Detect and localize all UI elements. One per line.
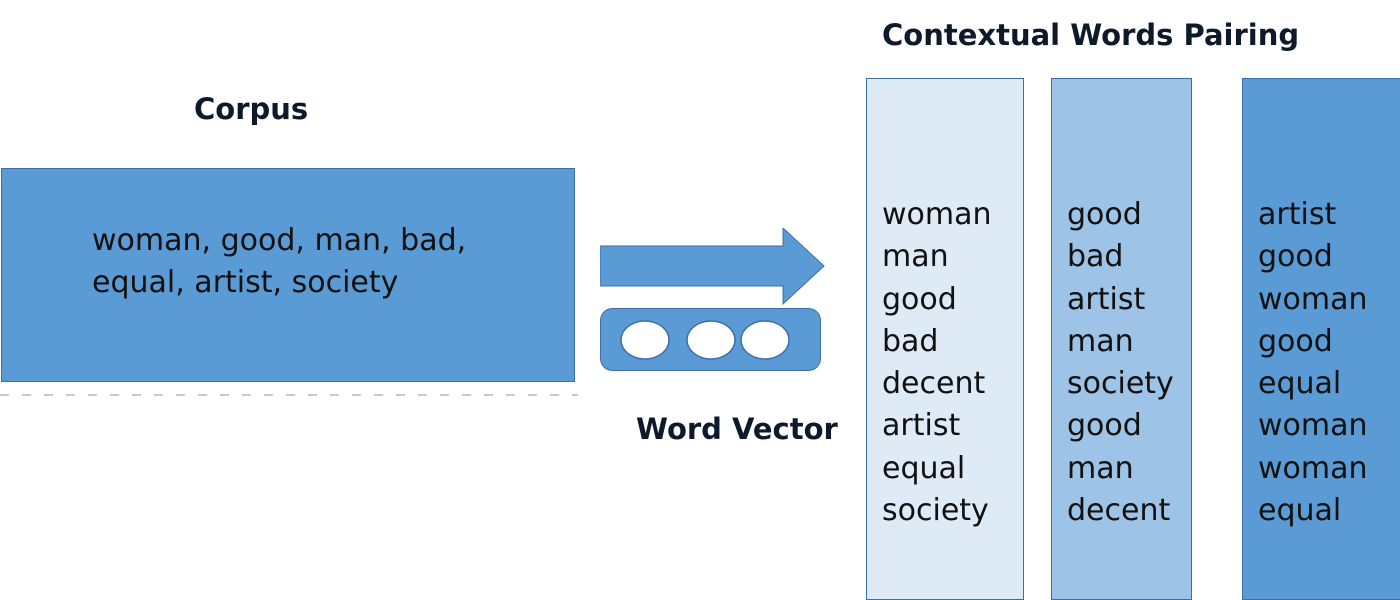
list-item: man — [1067, 450, 1134, 486]
corpus-text: woman, good, man, bad, equal, artist, so… — [92, 220, 466, 304]
list-item: society — [882, 493, 989, 529]
list-item: woman — [882, 197, 992, 232]
corpus-line-2: equal, artist, society — [92, 265, 399, 300]
list-item: artist — [1258, 197, 1337, 232]
list-item: equal — [1258, 366, 1342, 402]
vector-cell-2 — [686, 320, 736, 360]
context-column-2-list: good bad artist man society good man dec… — [1067, 194, 1174, 532]
list-item: artist — [882, 408, 961, 444]
list-item: artist — [1067, 281, 1146, 317]
list-item: decent — [882, 366, 986, 402]
context-column-3-list: artist good woman good equal woman woman… — [1258, 194, 1368, 532]
list-item: bad — [1067, 239, 1124, 275]
list-item: good — [1258, 323, 1333, 359]
list-item: man — [882, 239, 949, 275]
word-vector-label: Word Vector — [636, 412, 838, 446]
corpus-box — [1, 168, 575, 382]
contextual-words-pairing-title: Contextual Words Pairing — [882, 18, 1300, 52]
right-arrow-icon — [600, 228, 825, 306]
corpus-line-1: woman, good, man, bad, — [92, 223, 467, 258]
context-column-1: woman man good bad decent artist equal s… — [866, 78, 1024, 600]
list-item: woman — [1258, 408, 1368, 444]
list-item: woman — [1258, 450, 1368, 486]
list-item: good — [882, 281, 957, 317]
arrow-shape — [600, 228, 825, 306]
list-item: good — [1067, 408, 1142, 444]
word-vector-icon — [600, 308, 821, 371]
list-item: good — [1067, 197, 1142, 232]
list-item: society — [1067, 366, 1174, 402]
list-item: woman — [1258, 281, 1368, 317]
corpus-shadow-dots — [0, 394, 578, 396]
vector-cell-1 — [620, 320, 670, 360]
corpus-title: Corpus — [194, 92, 309, 126]
context-column-2: good bad artist man society good man dec… — [1051, 78, 1192, 600]
list-item: good — [1258, 239, 1333, 275]
vector-cell-3 — [740, 320, 790, 360]
list-item: equal — [1258, 493, 1342, 529]
context-column-3: artist good woman good equal woman woman… — [1242, 78, 1400, 600]
context-column-1-list: woman man good bad decent artist equal s… — [882, 194, 992, 532]
list-item: man — [1067, 323, 1134, 359]
list-item: decent — [1067, 493, 1171, 529]
list-item: bad — [882, 323, 939, 359]
list-item: equal — [882, 450, 966, 486]
